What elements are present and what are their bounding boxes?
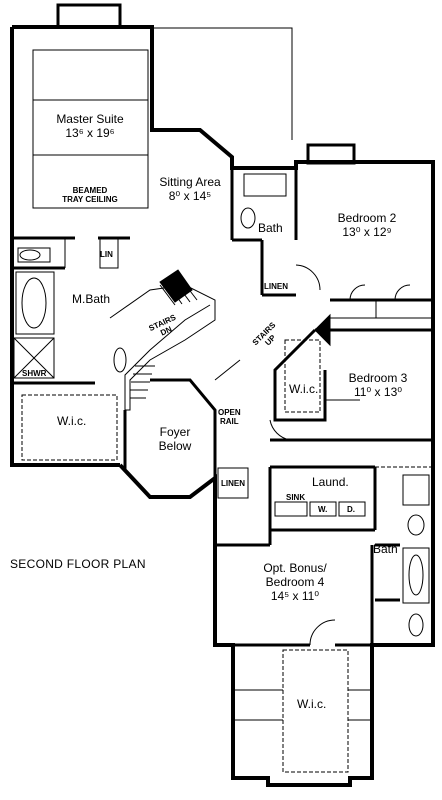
- master-bath-fixtures: [13, 237, 127, 379]
- bonus-line1: Opt. Bonus/: [263, 561, 327, 575]
- sink-label: SINK: [286, 493, 306, 502]
- open-rail-line2: RAIL: [220, 417, 239, 427]
- bath-bedroom2-walls: [230, 162, 433, 319]
- open-rail-line1: OPEN: [218, 408, 241, 417]
- open-rail-label: OPEN RAIL: [218, 408, 241, 426]
- master-suite-walls: [12, 49, 149, 270]
- mbath-label: M.Bath: [72, 292, 111, 306]
- wic-master-label: W.i.c.: [57, 414, 87, 428]
- foyer-line1: Foyer: [159, 425, 191, 439]
- bedroom3-dims: 11⁰ x 13⁰: [353, 384, 403, 399]
- wic-bonus-walls: [233, 649, 372, 773]
- bedroom3-walls: [269, 313, 433, 442]
- bath-upper-label: Bath: [258, 221, 283, 235]
- laundry-walls: [268, 465, 433, 532]
- master-suite-label: Master Suite 13⁶ x 19⁶: [35, 112, 145, 141]
- lower-bath-fixtures: [375, 474, 430, 637]
- wic-bed3-label: W.i.c.: [289, 382, 319, 396]
- beamed-ceiling-label: BEAMED TRAY CEILING: [35, 186, 145, 204]
- sitting-area-dims: 8⁰ x 14⁵: [168, 188, 212, 203]
- bedroom3-name: Bedroom 3: [348, 371, 408, 385]
- bonus-dims: 14⁵ x 11⁰: [270, 588, 320, 603]
- bonus-walls: [215, 530, 374, 647]
- plan-title: SECOND FLOOR PLAN: [10, 557, 146, 571]
- bonus-label: Opt. Bonus/ Bedroom 4 14⁵ x 11⁰: [245, 561, 345, 603]
- shwr-label: SHWR: [22, 369, 47, 378]
- lin-label: LIN: [100, 250, 113, 259]
- exterior-walls: [10, 25, 435, 787]
- linen-mid-closet: [217, 467, 249, 499]
- foyer-line2: Below: [158, 438, 192, 453]
- foyer-outline: [123, 378, 217, 499]
- linen-mid-label: LINEN: [221, 479, 245, 488]
- chimney-top: [56, 3, 122, 29]
- wic-master-inner: [21, 394, 118, 461]
- master-suite-dims: 13⁶ x 19⁶: [65, 125, 115, 140]
- laundry-label: Laund.: [312, 475, 349, 489]
- roof-outline: [152, 27, 293, 140]
- linen-top-label: LINEN: [264, 282, 288, 291]
- open-rail-line: [214, 359, 241, 381]
- washer-label: W.: [318, 505, 328, 514]
- bedroom3-label: Bedroom 3 11⁰ x 13⁰: [333, 371, 423, 400]
- bonus-line2: Bedroom 4: [265, 574, 325, 589]
- sitting-area-name: Sitting Area: [159, 175, 221, 189]
- sitting-area-label: Sitting Area 8⁰ x 14⁵: [140, 175, 240, 204]
- beamed-line2: TRAY CEILING: [62, 195, 118, 205]
- bath-lower-label: Bath: [373, 542, 398, 556]
- bedroom2-name: Bedroom 2: [337, 211, 397, 225]
- bedroom2-dims: 13⁰ x 12⁹: [342, 224, 392, 239]
- beamed-line1: BEAMED: [72, 186, 108, 195]
- dryer-label: D.: [347, 505, 355, 514]
- foyer-label: Foyer Below: [145, 425, 205, 454]
- wic-bonus-label: W.i.c.: [297, 697, 327, 711]
- bedroom2-label: Bedroom 2 13⁰ x 12⁹: [322, 211, 412, 240]
- stairs: [109, 269, 216, 411]
- master-suite-name: Master Suite: [56, 112, 124, 126]
